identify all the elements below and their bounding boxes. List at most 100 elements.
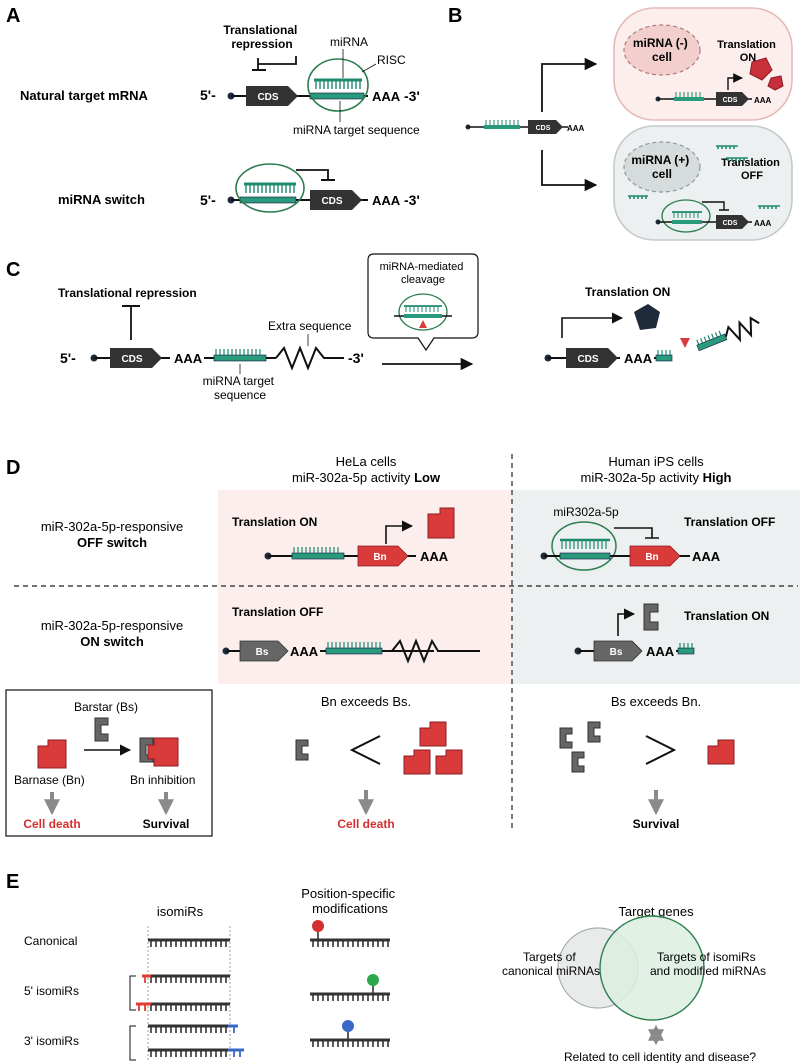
- natural-target-label: Natural target mRNA: [20, 88, 148, 103]
- c-on-cleavage-mark: [680, 338, 690, 348]
- e-mod-strand-red: [310, 920, 390, 947]
- d-ips-off-repression: [614, 527, 659, 539]
- d-bn-side-cell-death: Cell death: [337, 817, 394, 831]
- d-legend-bs-protein: [94, 717, 109, 742]
- c-on-target-frag: [655, 354, 673, 362]
- e-three-isomir-2: [148, 1048, 244, 1057]
- d-hela-translation-on: Translation ON: [232, 515, 317, 529]
- c-aaa: AAA: [174, 351, 203, 366]
- d-ips-mir-label: miR302a-5p: [553, 505, 619, 519]
- d-ips-header-2: miR-302a-5p activity High: [580, 470, 731, 485]
- e-mod-strand-green: [310, 974, 390, 1001]
- b-pos-comb: [672, 211, 702, 218]
- b-source-cds: [528, 120, 563, 134]
- d-ips-off-bn-box: [629, 545, 681, 567]
- panel-a-letter: A: [6, 5, 20, 27]
- b-neg-cell-label: miRNA (-) cell: [633, 36, 691, 64]
- d-hela-off-arrow: [385, 520, 414, 544]
- d-ips-on-arrow: [617, 608, 636, 636]
- d-ips-off-bn-label: Bn: [645, 552, 658, 563]
- c-cleavage-mark: [419, 320, 427, 328]
- c-callout-risc: [398, 293, 448, 331]
- d-ips-on-bs-protein: [643, 603, 659, 631]
- natural-mirna-comb: [314, 78, 362, 89]
- e-isomirs-title: isomiRs: [157, 904, 204, 919]
- e-related-label: Related to cell identity and disease?: [564, 1050, 756, 1063]
- d-bn-side-bn-3: [435, 749, 463, 775]
- e-position-title: Position-specific modifications: [301, 886, 399, 916]
- translational-repression-label: Translational repression: [223, 23, 300, 51]
- d-legend-complex-bn: [147, 737, 179, 767]
- panel-d: D HeLa cells miR-302a-5p activity Low Hu…: [5, 454, 800, 837]
- b-pos-repression: [702, 201, 729, 211]
- b-arrow-up: [541, 57, 598, 112]
- d-legend-barnase: Barnase (Bn): [14, 773, 85, 787]
- e-five-bracket: [129, 975, 136, 1011]
- c-on-protein: [634, 304, 660, 330]
- c-callout-label-1: miRNA-mediated: [380, 261, 464, 273]
- panel-d-letter: D: [6, 457, 20, 479]
- e-target-genes-title: Target genes: [618, 904, 694, 919]
- e-targets-canonical-1: Targets of: [523, 950, 576, 964]
- d-ips-on-target: [677, 647, 695, 655]
- d-hela-level: Low: [414, 470, 441, 485]
- panel-e: E isomiRs Canonical 5' isomiRs 3' isomiR…: [6, 871, 766, 1063]
- natural-risc-ellipse: [307, 58, 369, 112]
- b-on-label-1: Translation: [717, 39, 776, 51]
- c-target-label-2: sequence: [214, 388, 266, 402]
- switch-cds-box: [310, 190, 362, 210]
- e-targets-isomirs-1: Targets of isomiRs: [657, 950, 756, 964]
- c-target-seq: [213, 354, 267, 362]
- natural-repression-bar: [257, 56, 297, 70]
- d-bs-side-bs-3: [571, 751, 585, 773]
- natural-cds-box: [246, 86, 298, 106]
- b-pos-aaa: AAA: [754, 219, 772, 228]
- switch-aaa: AAA: [372, 193, 401, 208]
- e-targets-canonical: Targets of canonical miRNAs: [502, 950, 600, 978]
- b-pos-cell-label-2: cell: [652, 167, 672, 181]
- b-neg-nucleus: [623, 24, 701, 76]
- b-pos-cell-label: miRNA (+) cell: [631, 153, 692, 181]
- b-on-label: Translation ON: [717, 39, 779, 64]
- switch-cds-label: CDS: [321, 196, 342, 207]
- e-three-bracket: [129, 1025, 136, 1061]
- d-legend-bn-protein: [37, 739, 67, 769]
- c-on-arrow: [561, 312, 624, 338]
- b-neg-cell-label-1: miRNA (-): [633, 36, 688, 50]
- panel-c: C Translational repression 5'- CDS AAA -…: [6, 253, 760, 402]
- panel-b: B CDS AAA miRNA (-) cell Translation ON …: [448, 5, 793, 241]
- d-legend-barstar: Barstar (Bs): [74, 700, 138, 714]
- d-on-switch-label-2: ON switch: [80, 634, 144, 649]
- c-on-aaa: AAA: [624, 351, 653, 366]
- d-ips-on-bs-box: [593, 640, 643, 662]
- b-source-target: [484, 125, 520, 129]
- b-source-aaa: AAA: [567, 124, 585, 133]
- d-ips-translation-off: Translation OFF: [684, 515, 775, 529]
- c-callout-comb: [404, 305, 442, 312]
- d-legend-cell-death: Cell death: [23, 817, 80, 831]
- d-hela-on-zigzag: [391, 638, 480, 664]
- b-neg-protein-2: [767, 75, 784, 91]
- d-hela-on-comb: [327, 642, 381, 648]
- b-pos-target: [672, 220, 702, 224]
- b-source-comb: [485, 120, 519, 125]
- c-five-prime: 5'-: [60, 350, 76, 366]
- d-hela-off-bn-box: [357, 545, 409, 567]
- e-position-title-1: Position-specific: [301, 886, 395, 901]
- c-on-cds-label: CDS: [577, 354, 598, 365]
- e-three-isomir-1: [148, 1024, 238, 1033]
- panel-a: A Translational repression Natural targe…: [6, 5, 420, 213]
- d-off-switch-label-1: miR-302a-5p-responsive: [41, 519, 183, 534]
- b-neg-aaa: AAA: [754, 96, 772, 105]
- switch-repression-bar: [296, 169, 329, 180]
- switch-five-prime: 5'-: [200, 192, 216, 208]
- b-off-label-2: OFF: [741, 170, 763, 182]
- switch-mirna-comb: [244, 182, 296, 193]
- d-ips-off-risc: [551, 521, 617, 571]
- c-on-comb-frag: [657, 350, 671, 355]
- b-source-cds-label: CDS: [536, 125, 551, 132]
- natural-five-prime: 5'-: [200, 87, 216, 103]
- b-pos-cell-label-1: miRNA (+): [631, 153, 689, 167]
- b-pos-risc: [661, 199, 711, 233]
- natural-three-prime: -3': [404, 88, 420, 104]
